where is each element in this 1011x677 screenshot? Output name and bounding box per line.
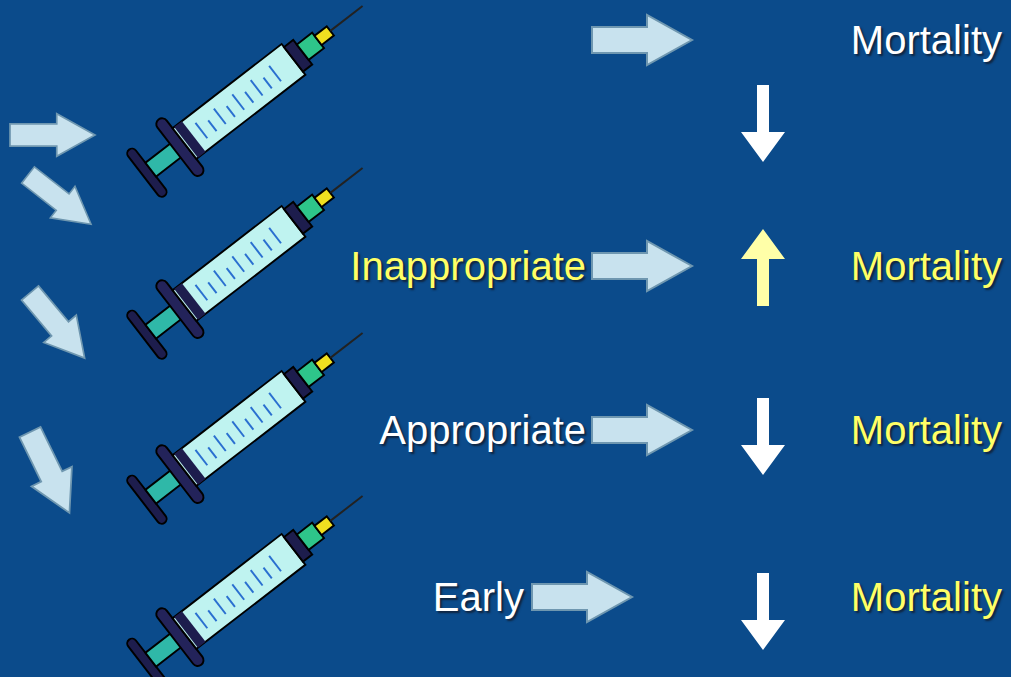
trend-arrows [741, 85, 785, 650]
block-arrow [14, 279, 101, 371]
block-arrow [10, 422, 90, 523]
treatment-label: Appropriate [379, 407, 586, 453]
block-arrow [16, 159, 104, 240]
block-arrow [592, 15, 692, 65]
syringe-icon [122, 140, 384, 365]
entry-arrows [10, 114, 104, 523]
block-arrow [532, 572, 632, 622]
syringe-icon [122, 0, 384, 203]
up-arrow [741, 229, 785, 306]
outcome-label: Mortality [851, 17, 1002, 63]
down-arrow [741, 85, 785, 162]
syringe-icon [122, 305, 384, 530]
block-arrow [592, 241, 692, 291]
treatment-label: Early [433, 574, 524, 620]
block-arrow [10, 114, 95, 157]
result-arrows [532, 15, 692, 622]
down-arrow [741, 398, 785, 475]
syringe-icon [122, 468, 384, 677]
down-arrow [741, 573, 785, 650]
outcome-label: Mortality [851, 407, 1002, 453]
treatment-label: Inappropriate [350, 243, 586, 289]
syringes [122, 0, 384, 677]
block-arrow [592, 405, 692, 455]
outcome-label: Mortality [851, 243, 1002, 289]
outcome-label: Mortality [851, 574, 1002, 620]
